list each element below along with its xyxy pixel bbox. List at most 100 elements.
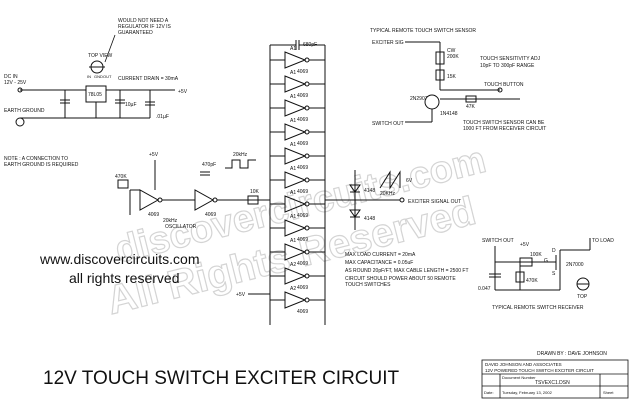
osc-u2: 4069 — [205, 212, 216, 218]
buffer-chain: 680pF A14069A14069A14069A14069A14069A140… — [236, 40, 326, 325]
exciter-out-label: EXCITER SIGNAL OUT — [408, 199, 461, 205]
rx-cap: 0.047 — [478, 286, 491, 292]
diode-lower-icon — [349, 209, 361, 218]
cap-01uf: .01µF — [156, 114, 169, 120]
rx-mosfet: 2N7000 — [566, 262, 584, 268]
osc-freq: 20kHz — [233, 152, 248, 158]
rx-g: G — [544, 258, 548, 264]
resistor-15k — [435, 69, 445, 81]
page-title: 12V TOUCH SWITCH EXCITER CIRCUIT — [43, 368, 400, 389]
buffer-gate-part: 4069 — [297, 309, 308, 315]
buffer-gate-part: 4069 — [297, 237, 308, 243]
buffer-gate — [284, 123, 307, 141]
buffer-gate — [284, 51, 307, 69]
osc-r1: 470K — [115, 174, 127, 180]
dc-in-label: DC IN — [4, 74, 18, 80]
cable-len: AS ROUND 20pF/FT, MAX CABLE LENGTH = 250… — [345, 268, 469, 274]
rx-r1: 100K — [530, 252, 542, 258]
buffer-gate-part: 4069 — [297, 285, 308, 291]
buffer-gate-label: A1 — [290, 238, 296, 244]
doc-number: TSVEXC1.DSN — [535, 380, 570, 386]
pin-gnd: GND — [94, 74, 103, 79]
sheet-label: Sheet — [603, 390, 614, 395]
sensitivity-label: TOUCH SENSITIVITY ADJ — [480, 56, 541, 62]
sensor-note-1: TOUCH SWITCH SENSOR CAN BE — [463, 120, 545, 126]
sensor-title: TYPICAL REMOTE TOUCH SWITCH SENSOR — [370, 28, 476, 34]
resistor-470k-rx — [515, 271, 525, 283]
pin-out: OUT — [103, 74, 112, 79]
title-block: DRAWN BY : DAVE JOHNSON DAVID JOHNSON AN… — [481, 351, 629, 399]
buffer-vcc: +5V — [236, 292, 246, 298]
rx-r2: 470K — [526, 278, 538, 284]
buffer-gate — [284, 147, 307, 165]
buffer-gate-part: 4069 — [297, 165, 308, 171]
resistor-470k — [117, 179, 129, 189]
max-load: MAX LOAD CURRENT = 20mA — [345, 252, 416, 258]
diode2-label: 4148 — [364, 216, 375, 222]
website-url: www.discovercircuits.com — [39, 251, 199, 267]
receiver-section: SWITCH OUT 100K 0.047 470K D G S 2N7000 … — [478, 238, 614, 311]
rx-v: +5V — [520, 242, 530, 248]
rx-switch-out: SWITCH OUT — [482, 238, 514, 244]
company-2: 12V POWERED TOUCH SWITCH EXCITER CIRCUIT — [485, 368, 594, 373]
buffer-gate-label: A1 — [290, 190, 296, 196]
website-rights: all rights reserved — [69, 270, 180, 286]
current-drain: CURRENT DRAIN = 30mA — [118, 76, 179, 82]
buffer-gate-label: A1 — [290, 166, 296, 172]
range-label: 10pF TO 300pF RANGE — [480, 63, 535, 69]
ckt-note-2: TOUCH SWITCHES — [345, 282, 391, 288]
regulator-label: 78L05 — [88, 92, 102, 98]
date-label: Date: — [484, 390, 494, 395]
buffer-gate-label: A2 — [290, 262, 296, 268]
buffer-gate — [284, 99, 307, 117]
sensor-r2: 47K — [466, 104, 476, 110]
buffer-gate-label: A2 — [290, 286, 296, 292]
earth-note-2: EARTH GROUND IS REQUIRED — [4, 162, 79, 168]
company-1: DAVID JOHNSON AND ASSOCIATES — [485, 362, 562, 367]
touch-button-icon[interactable] — [497, 87, 503, 93]
buffer-gate-part: 4069 — [297, 261, 308, 267]
date-value: Tuesday, February 13, 2002 — [502, 390, 553, 395]
exciter-in-label: EXCITER SIG — [372, 40, 404, 46]
sensor-r: 15K — [447, 74, 457, 80]
dc-in-range: 12V - 25V — [4, 80, 27, 86]
rx-s: S — [552, 271, 556, 277]
earth-note-1: NOTE : A CONNECTION TO — [4, 156, 68, 162]
vout-label: +5V — [178, 89, 188, 95]
exciter-out-terminal — [399, 197, 405, 203]
osc-freq2: 20kHz — [163, 218, 178, 224]
drawn-by: DRAWN BY : DAVE JOHNSON — [537, 351, 607, 357]
sensor-pot: 200K — [447, 54, 459, 60]
osc-u1: 4069 — [148, 212, 159, 218]
osc-cap: 470pF — [202, 162, 216, 168]
output-section: EXCITER SIGNAL OUT 4148 4148 20KHz 6V MA… — [325, 170, 469, 288]
buffer-gate-label: A1 — [290, 118, 296, 124]
sawtooth-wave-icon — [379, 170, 401, 190]
doc-label: Document Number — [502, 375, 536, 380]
inverter-u1 — [139, 189, 160, 211]
sensor-switch-out: SWITCH OUT — [372, 121, 404, 127]
buffer-gate-label: A1 — [290, 142, 296, 148]
rx-title: TYPICAL REMOTE SWITCH RECEIVER — [492, 305, 584, 311]
rx-load: TO LOAD — [592, 238, 614, 244]
buffer-gate-label: A1 — [290, 94, 296, 100]
rx-top: TOP — [577, 294, 588, 300]
buffer-gate-part: 4069 — [297, 69, 308, 75]
oscillator-section: +5V 470K 4069 4069 470pF 20kHz 20kHz OSC… — [115, 152, 270, 230]
osc-label: OSCILLATOR — [165, 224, 197, 230]
regulator-note-2: REGULATOR IF 12V IS — [118, 24, 172, 30]
buffer-gate-part: 4069 — [297, 141, 308, 147]
regulator-note-3: GUARANTEED — [118, 30, 153, 36]
buffer-gate-label: A1 — [290, 214, 296, 220]
sensor-diode: 1N4148 — [440, 111, 458, 117]
cap-10uf: 10µF — [125, 102, 137, 108]
sensor-note-2: 1000 FT FROM RECEIVER CIRCUIT — [463, 126, 546, 132]
sensor-section: TYPICAL REMOTE TOUCH SWITCH SENSOR EXCIT… — [370, 28, 546, 132]
buffer-gate-part: 4069 — [297, 117, 308, 123]
sensor-transistor: 2N2907 — [410, 96, 428, 102]
wave-amp: 6V — [406, 178, 413, 184]
power-section: WOULD NOT NEED A REGULATOR IF 12V IS GUA… — [4, 18, 188, 168]
potentiometer-200k — [435, 51, 445, 65]
osc-r-series: 10K — [250, 189, 260, 195]
touch-button-label: TOUCH BUTTON — [484, 82, 524, 88]
